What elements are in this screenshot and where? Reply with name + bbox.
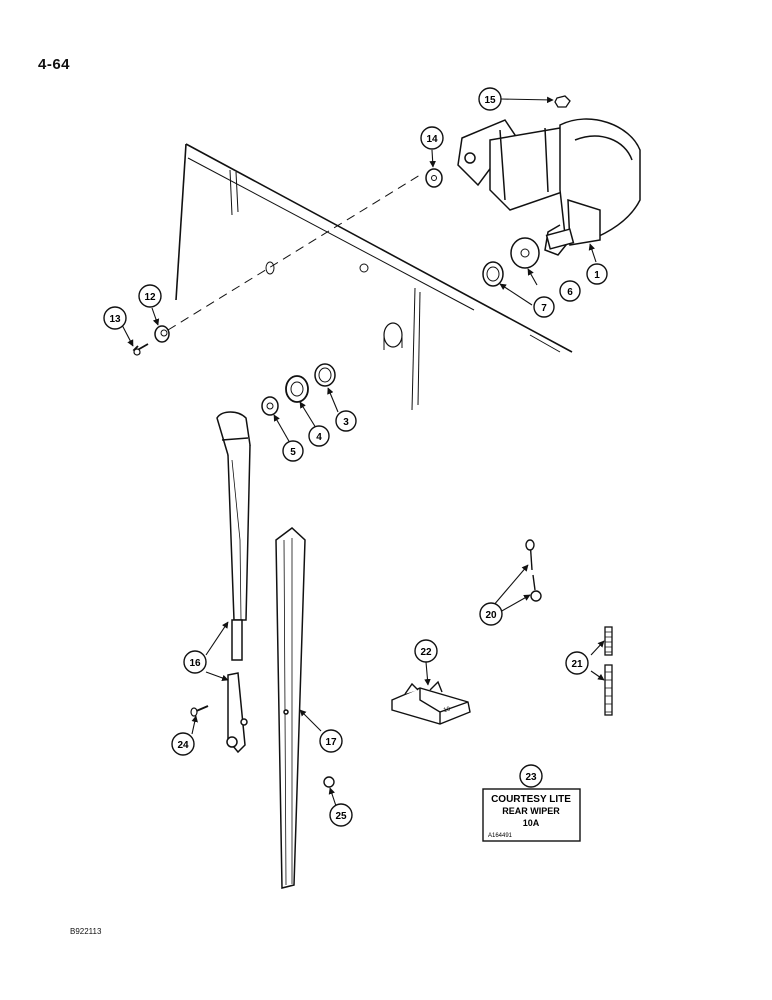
callout-4: 4 <box>308 425 330 447</box>
callout-label: 7 <box>541 303 547 314</box>
decal-part-no: A164491 <box>488 833 513 839</box>
callout-13: 13 <box>103 306 127 330</box>
leader-lines <box>120 96 605 807</box>
callout-label: 13 <box>109 314 121 325</box>
callout-14: 14 <box>420 126 444 150</box>
callout-23: 23 <box>519 764 543 788</box>
callout-16: 16 <box>183 650 207 674</box>
decal-line3: 10A <box>523 818 540 828</box>
callout-label: 16 <box>189 658 201 669</box>
callout-17: 17 <box>319 729 343 753</box>
callout-25: 25 <box>329 803 353 827</box>
callout-label: 12 <box>144 292 156 303</box>
decal-23: COURTESY LITE REAR WIPER 10A A164491 <box>482 788 581 842</box>
nut-15 <box>554 95 571 108</box>
footer-code: B922113 <box>70 927 102 936</box>
callout-label: 17 <box>325 737 337 748</box>
callout-21: 21 <box>565 651 589 675</box>
decal-line2: REAR WIPER <box>502 806 560 816</box>
wiper-arm <box>216 411 251 754</box>
cab-panel <box>175 143 573 411</box>
callout-label: 14 <box>426 134 438 145</box>
page-number: 4-64 <box>38 56 71 73</box>
fuse-22 <box>391 680 471 725</box>
callout-7: 7 <box>533 296 555 318</box>
callout-label: 22 <box>420 647 432 658</box>
callout-1: 1 <box>586 263 608 285</box>
terminals-20 <box>525 539 542 602</box>
callout-24: 24 <box>171 732 195 756</box>
callout-label: 6 <box>567 287 573 298</box>
nut-25 <box>323 776 335 788</box>
callout-label: 4 <box>316 432 322 443</box>
callout-label: 1 <box>594 270 600 281</box>
callout-label: 15 <box>484 95 496 106</box>
callout-3: 3 <box>335 410 357 432</box>
callout-label: 3 <box>343 417 349 428</box>
callout-label: 24 <box>177 740 189 751</box>
callout-label: 5 <box>290 447 296 458</box>
callout-label: 21 <box>571 659 583 670</box>
callout-15: 15 <box>478 87 502 111</box>
callout-12: 12 <box>138 284 162 308</box>
callout-label: 25 <box>335 811 347 822</box>
callout-label: 20 <box>485 610 497 621</box>
callout-6: 6 <box>559 280 581 302</box>
decal-line1: COURTESY LITE <box>491 794 571 805</box>
studs-21 <box>604 626 613 716</box>
callout-20: 20 <box>479 602 503 626</box>
callout-22: 22 <box>414 639 438 663</box>
wiper-blade <box>275 527 306 889</box>
callout-label: 23 <box>525 772 537 783</box>
callout-5: 5 <box>282 440 304 462</box>
alignment-line <box>167 174 421 331</box>
fuse-rating: 10 <box>443 706 452 714</box>
wiper-motor <box>457 118 641 256</box>
